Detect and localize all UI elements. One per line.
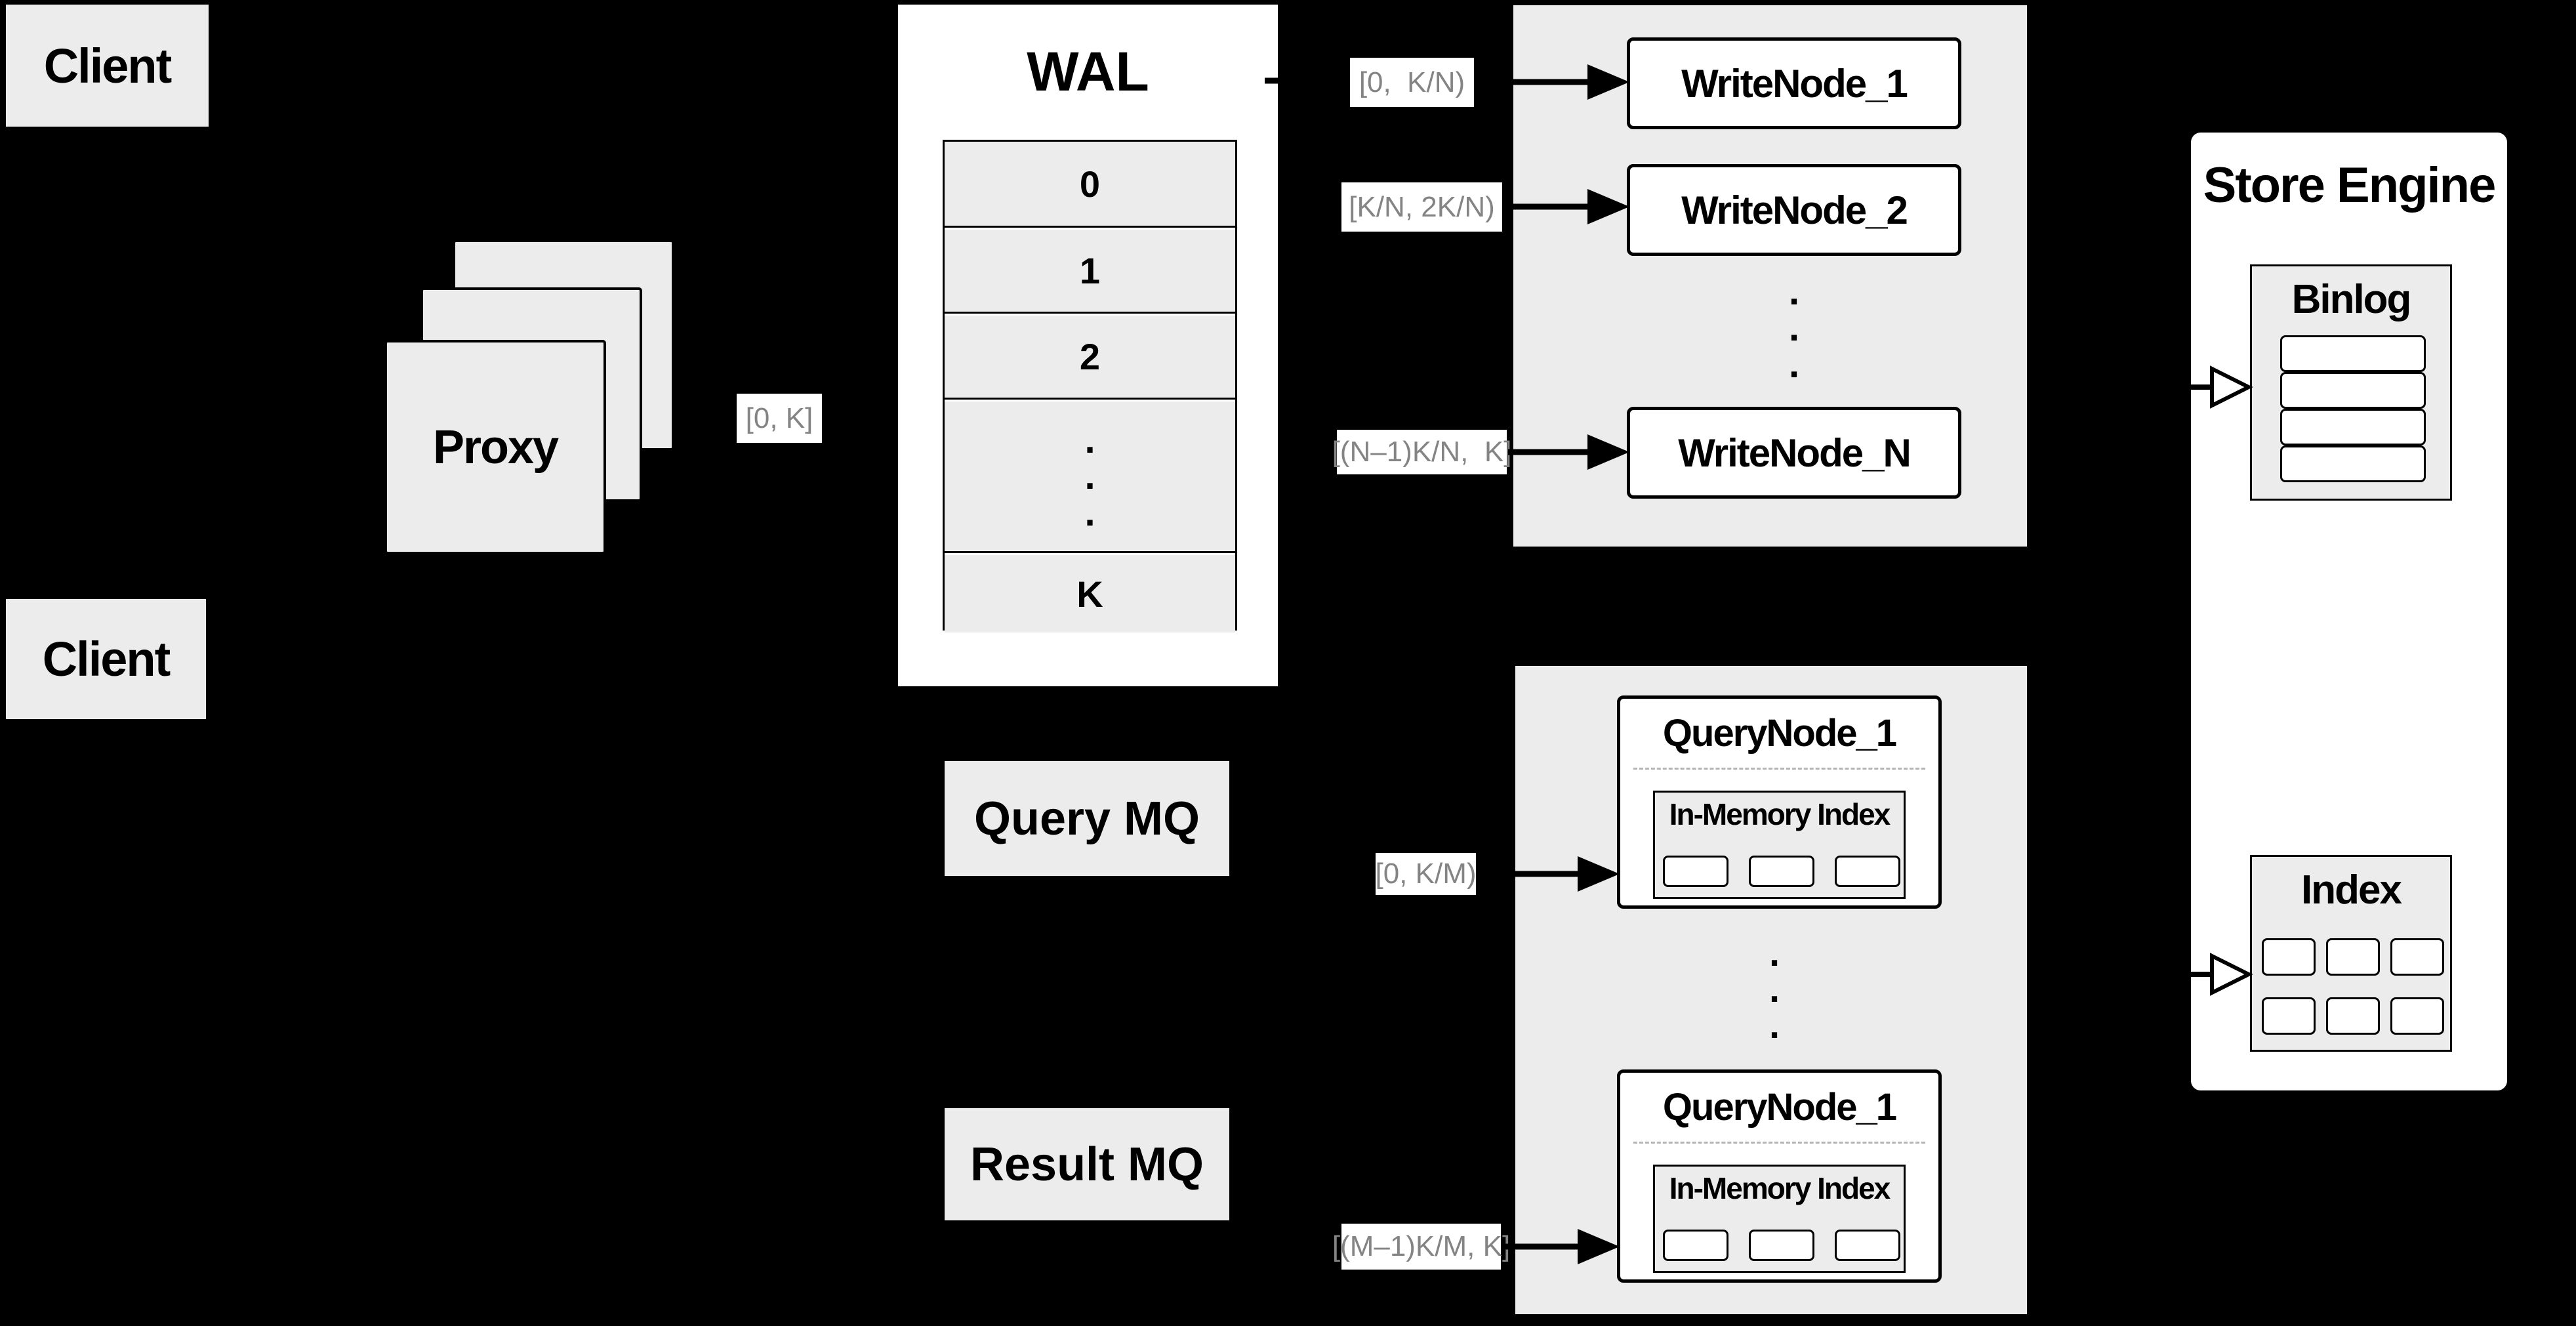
- result-mq-label: Result MQ: [970, 1138, 1204, 1191]
- in-memory-index-bottom-title: In-Memory Index: [1669, 1171, 1891, 1205]
- index-segment-box: [1749, 1230, 1814, 1261]
- write-node-1: WriteNode_1: [1627, 37, 1961, 129]
- in-memory-index-top-title: In-Memory Index: [1669, 797, 1891, 831]
- wal-panel: WAL 0 1 2 . . . K: [895, 2, 1280, 689]
- binlog-row: [2280, 335, 2426, 372]
- index-segment-box: [1663, 1230, 1728, 1261]
- write-node-2: WriteNode_2: [1627, 164, 1961, 256]
- index-segment-box: [2390, 938, 2444, 976]
- wal-ellipsis-row: . . .: [945, 402, 1235, 553]
- store-index-title-wrap: Index: [2252, 867, 2450, 913]
- write-node-2-label: WriteNode_2: [1681, 188, 1908, 232]
- wal-segment-row: 0: [945, 142, 1235, 228]
- wal-segment-row: 1: [945, 230, 1235, 314]
- wal-segment-label: 0: [1079, 163, 1101, 205]
- write-nodes-ellipsis: . . .: [1788, 270, 1800, 386]
- client-bottom-label: Client: [42, 632, 171, 686]
- store-index-title: Index: [2301, 867, 2402, 913]
- query-node-bottom: QueryNode_1 In-Memory Index: [1617, 1069, 1942, 1283]
- client-top-label: Client: [43, 38, 173, 93]
- store-engine-title-wrap: Store Engine: [2191, 152, 2507, 218]
- query-nodes-ellipsis: . . .: [1768, 931, 1780, 1047]
- in-memory-index-top-title-wrap: In-Memory Index: [1655, 796, 1904, 832]
- query-node-bottom-title: QueryNode_1: [1662, 1086, 1897, 1129]
- index-segment-box: [2262, 997, 2316, 1035]
- binlog-row: [2280, 409, 2426, 445]
- query-node-bottom-title-wrap: QueryNode_1: [1620, 1083, 1938, 1132]
- binlog-row: [2280, 445, 2426, 482]
- in-memory-index-top: In-Memory Index: [1653, 791, 1906, 899]
- proxy-box: Proxy: [384, 340, 606, 554]
- store-engine-title: Store Engine: [2203, 157, 2497, 213]
- wal-ellipsis: . . .: [1084, 419, 1095, 534]
- client-box-top: Client: [6, 5, 209, 127]
- wal-title-wrap: WAL: [898, 39, 1278, 104]
- query-node-bottom-separator: [1633, 1142, 1925, 1144]
- wal-title: WAL: [1027, 40, 1149, 102]
- index-segment-box: [1835, 1230, 1900, 1261]
- index-segment-box: [1663, 856, 1728, 887]
- binlog-title-wrap: Binlog: [2252, 276, 2450, 322]
- write-node-n: WriteNode_N: [1627, 407, 1961, 499]
- index-segment-box: [2326, 938, 2380, 976]
- in-memory-index-bottom-title-wrap: In-Memory Index: [1655, 1170, 1904, 1206]
- range-label-write-2: [K/N, 2K/N): [1341, 182, 1502, 232]
- index-segment-box: [2390, 997, 2444, 1035]
- write-node-1-label: WriteNode_1: [1681, 61, 1908, 106]
- in-memory-index-bottom: In-Memory Index: [1653, 1165, 1906, 1273]
- range-label-query-2: [(M–1)K/M, K]: [1332, 1224, 1510, 1270]
- write-node-n-label: WriteNode_N: [1678, 430, 1912, 475]
- binlog-box: Binlog: [2250, 264, 2452, 501]
- wal-segment-row: K: [945, 555, 1235, 632]
- proxy-label: Proxy: [432, 421, 559, 474]
- query-node-top: QueryNode_1 In-Memory Index: [1617, 695, 1942, 909]
- index-segment-box: [1835, 856, 1900, 887]
- wal-segment-row: 2: [945, 316, 1235, 400]
- wal-segment-label: K: [1076, 573, 1103, 615]
- index-segment-box: [2326, 997, 2380, 1035]
- wal-segment-label: 2: [1079, 336, 1101, 377]
- wal-segment-table: 0 1 2 . . . K: [943, 140, 1237, 632]
- query-mq-label: Query MQ: [973, 792, 1200, 845]
- store-engine-panel: Store Engine Binlog Index: [2189, 131, 2509, 1092]
- index-segment-box: [1749, 856, 1814, 887]
- query-node-top-separator: [1633, 768, 1925, 770]
- range-label-query-1: [0, K/M): [1375, 853, 1477, 895]
- binlog-title: Binlog: [2291, 276, 2412, 322]
- binlog-row: [2280, 372, 2426, 409]
- result-mq-box: Result MQ: [945, 1108, 1229, 1220]
- client-box-bottom: Client: [6, 599, 206, 719]
- query-mq-box: Query MQ: [945, 761, 1229, 876]
- index-segment-box: [2262, 938, 2316, 976]
- range-label-proxy-wal: [0, K]: [737, 394, 822, 443]
- query-node-top-title: QueryNode_1: [1662, 712, 1897, 755]
- store-index-box: Index: [2250, 855, 2452, 1052]
- range-label-write-n: [(N–1)K/N, K]: [1332, 430, 1511, 474]
- query-nodes-ellipsis-wrap: . . .: [1751, 932, 1797, 1046]
- write-nodes-ellipsis-wrap: . . .: [1771, 270, 1817, 386]
- range-label-write-1: [0, K/N): [1350, 58, 1474, 107]
- wal-segment-label: 1: [1079, 250, 1101, 291]
- query-node-top-title-wrap: QueryNode_1: [1620, 709, 1938, 758]
